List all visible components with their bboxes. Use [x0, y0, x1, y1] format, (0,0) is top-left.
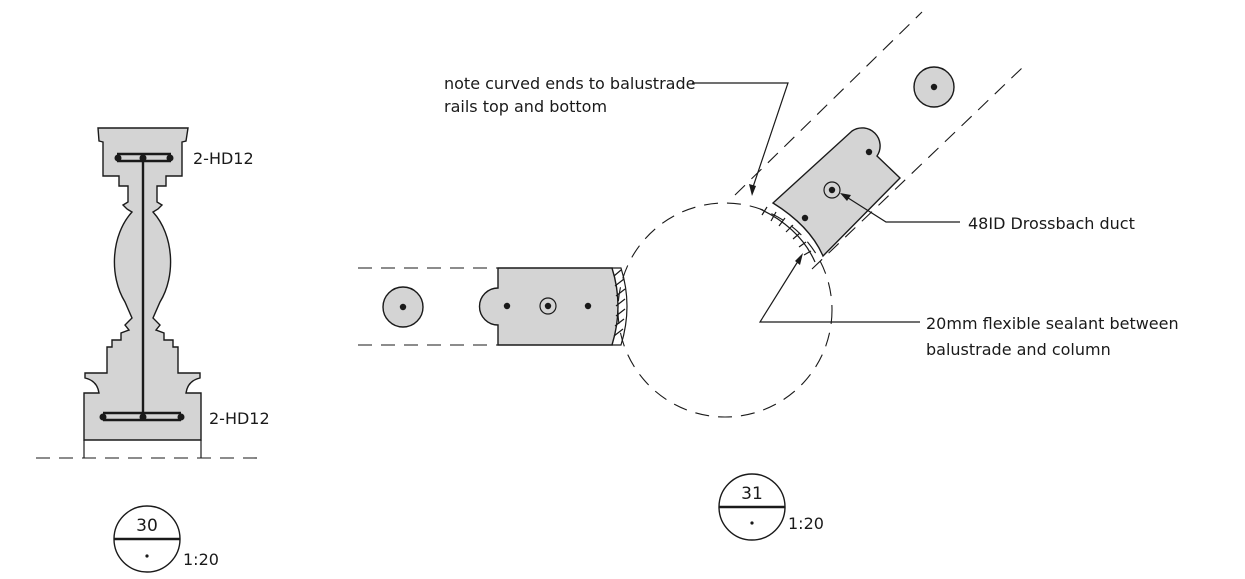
leader-curved-ends — [692, 82, 789, 191]
diagonal-balustrade-section — [771, 127, 901, 258]
bottom-bar-end-right — [177, 413, 185, 421]
column-plan: note curved ends to balustrade rails top… — [358, 11, 1179, 418]
leader-duct — [844, 195, 960, 223]
detail-tag-30: 30 1:20 — [113, 505, 219, 573]
leader-duct-arrow — [840, 193, 851, 201]
diagonal-rail-top — [734, 11, 923, 196]
top-bar-end-centre — [139, 154, 147, 162]
note-sealant-line2: balustrade and column — [926, 340, 1111, 359]
bottom-bar-end-centre — [139, 413, 147, 421]
bottom-bar-end-left — [99, 413, 107, 421]
leader-sealant-arrow — [795, 253, 803, 265]
detail-tag-scale: 1:20 — [788, 514, 824, 533]
horizontal-baluster-centre — [399, 303, 407, 311]
detail-tag-sheet-dot — [145, 554, 149, 558]
detail-tag-31: 31 1:20 — [718, 473, 824, 541]
diagonal-bar-right — [865, 148, 873, 156]
leader-curved-ends-arrow — [749, 184, 756, 196]
note-sealant-line1: 20mm flexible sealant between — [926, 314, 1179, 333]
detail-tag-number: 31 — [741, 484, 763, 504]
diagonal-rail-bottom — [811, 67, 1023, 270]
horizontal-duct-ring — [539, 297, 557, 315]
diagonal-sealant-hatch — [759, 206, 816, 263]
baluster-elevation: 2-HD12 2-HD12 — [36, 127, 270, 459]
bar-label-bottom: 2-HD12 — [209, 409, 270, 428]
bar-label-top: 2-HD12 — [193, 149, 254, 168]
detail-tag-sheet-dot — [750, 521, 754, 525]
column-outline — [617, 202, 833, 418]
horizontal-duct-centre — [544, 302, 552, 310]
detail-tag-scale: 1:20 — [183, 550, 219, 569]
note-duct: 48ID Drossbach duct — [968, 214, 1135, 233]
horizontal-sealant-hatch — [612, 267, 628, 346]
diagonal-bar-left — [801, 214, 809, 222]
note-curved-ends-line1: note curved ends to balustrade — [444, 74, 695, 93]
diagonal-duct-ring — [823, 181, 841, 199]
diagonal-duct-centre — [828, 186, 836, 194]
horizontal-bar-left — [503, 302, 511, 310]
top-bar-end-left — [114, 154, 122, 162]
note-curved-ends-line2: rails top and bottom — [444, 97, 607, 116]
diagonal-baluster-centre — [930, 83, 938, 91]
leader-sealant — [758, 257, 920, 323]
top-bar-end-right — [166, 154, 174, 162]
horizontal-bar-right — [584, 302, 592, 310]
detail-tag-number: 30 — [136, 516, 158, 536]
